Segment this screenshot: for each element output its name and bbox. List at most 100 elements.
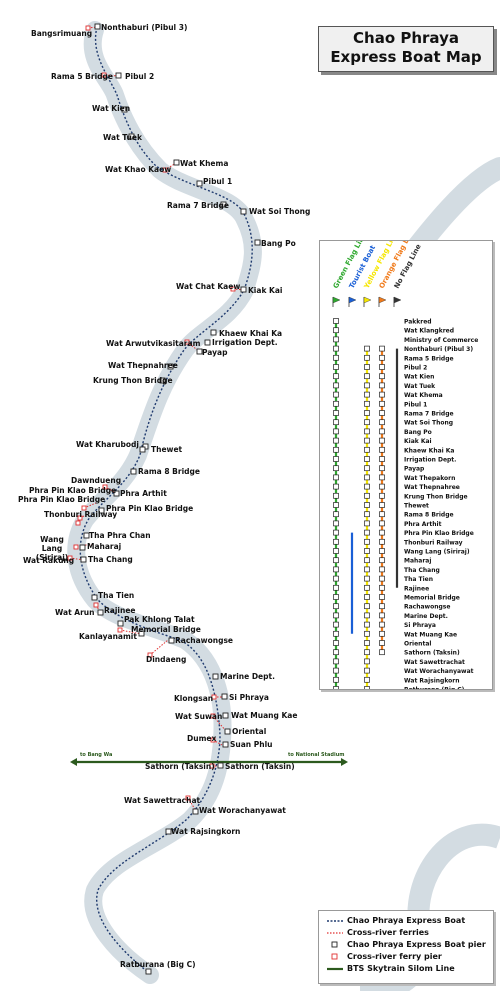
ferry-label[interactable]: Dawndueng	[71, 476, 122, 485]
legend-stop-marker	[379, 621, 385, 628]
legend-stop-marker	[379, 456, 385, 462]
legend-stop-marker	[364, 391, 370, 398]
legend-stop-name: Wat Kien	[404, 374, 434, 381]
pier-label[interactable]: Nonthaburi (Pibul 3)	[101, 23, 188, 32]
legend-stop-marker	[333, 474, 339, 481]
pier-label[interactable]: Thewet	[151, 445, 183, 454]
ferry-label[interactable]: Phra Pin Klao Bridge	[29, 486, 117, 495]
legend-stop-marker	[379, 364, 385, 370]
legend-stop-marker	[379, 649, 385, 656]
pier-label[interactable]: Rama 8 Bridge	[138, 467, 200, 476]
legend-stop-name: Krung Thon Bridge	[404, 493, 468, 500]
legend-stop-marker	[333, 373, 339, 380]
pier-label[interactable]: Wat Soi Thong	[249, 207, 311, 216]
legend-stop-marker	[364, 621, 370, 628]
legend-stop-marker	[333, 548, 339, 554]
ferry-label[interactable]: Wat Sawettrachat	[124, 796, 201, 805]
pier-label[interactable]: Wat Khema	[180, 159, 229, 168]
ferry-label[interactable]: Wat Khao Kaow	[105, 165, 172, 174]
pier-label[interactable]: Rama 7 Bridge	[167, 201, 229, 210]
legend-stop-marker	[379, 557, 385, 564]
legend-stop-marker	[333, 354, 339, 361]
pier-label[interactable]: Maharaj	[87, 542, 122, 551]
ferry-label[interactable]: Dindaeng	[146, 655, 187, 664]
ferry-label[interactable]: Thonburi Railway	[44, 510, 118, 519]
pier-label[interactable]: Ratburana (Big C)	[120, 960, 196, 969]
pier-label[interactable]: Khaew Khai Ka	[219, 329, 283, 338]
legend-stop-marker	[364, 676, 370, 683]
ferry-label[interactable]: Rama 5 Bridge	[51, 72, 113, 81]
pier-label[interactable]: Wat Kien	[92, 104, 131, 113]
legend-stop-name: Rajinee	[404, 585, 429, 592]
pier-label[interactable]: Memorial Bridge	[131, 625, 201, 634]
pier-label[interactable]: Kiak Kai	[248, 286, 283, 295]
ferry-label[interactable]: Wat Suwan	[175, 712, 223, 721]
legend-stop-marker	[379, 400, 385, 407]
pier-label[interactable]: Irrigation Dept.	[212, 338, 278, 347]
legend-stop-marker	[379, 575, 385, 582]
ferry-label[interactable]: Kanlayanamit	[79, 632, 137, 641]
pier-label[interactable]: Marine Dept.	[220, 672, 275, 681]
legend-stop-marker	[364, 419, 370, 426]
pier-label[interactable]: Wat Tuek	[103, 133, 142, 142]
pier-label[interactable]: Phra Arthit	[120, 489, 167, 498]
legend-stop-marker	[364, 400, 370, 407]
legend-stop-name: Phra Pin Klao Bridge	[404, 530, 474, 537]
legend-stop-marker	[333, 446, 339, 453]
legend-stop-name: Ministry of Commerce	[404, 337, 478, 344]
legend-stop-marker	[364, 456, 370, 462]
pier-label[interactable]: Wat Thepnahree	[108, 361, 178, 370]
ferry-label[interactable]: Klongsan	[174, 694, 214, 703]
legend-stop-marker	[333, 364, 339, 370]
pier-label[interactable]: Pibul 2	[125, 72, 155, 81]
pier-label[interactable]: Tha Tien	[98, 591, 135, 600]
title-line-2: Express Boat Map	[330, 48, 482, 66]
ferry-label[interactable]: Bangsrimuang	[31, 29, 93, 38]
pier-label[interactable]: Pibul 1	[203, 177, 233, 186]
ferry-label[interactable]: Dumex	[187, 734, 217, 743]
pier-label[interactable]: Oriental	[232, 727, 267, 736]
legend-stop-marker	[333, 566, 339, 573]
pier-label[interactable]: Rachawongse	[175, 636, 234, 645]
pier-label[interactable]: Si Phraya	[229, 693, 269, 702]
legend-stop-marker	[333, 400, 339, 407]
ferry-label[interactable]: Wat Arwutvikasitaram	[106, 339, 201, 348]
pier-label[interactable]: Wat Muang Kae	[231, 711, 298, 720]
ferry-label[interactable]: Wat Arun	[55, 608, 95, 617]
legend-stop-marker	[333, 575, 339, 582]
legend-stop-marker	[333, 676, 339, 683]
legend-stop-name: Wat Sawettrachat	[404, 659, 465, 666]
pier-label[interactable]: Bang Po	[261, 239, 296, 248]
bts-left-label: to Bang Wa	[80, 752, 113, 758]
pier-label[interactable]: Krung Thon Bridge	[93, 376, 173, 385]
legend-stop-marker	[333, 502, 339, 508]
pier-label[interactable]: Rajinee	[104, 606, 136, 615]
ferry-label[interactable]: Wat Rakung	[23, 556, 75, 565]
pier-label[interactable]: Sathorn (Taksin)	[225, 762, 295, 771]
legend-stop-name: Wat Worachanyawat	[404, 668, 474, 675]
pier-label[interactable]: Pak Khlong Talat	[124, 615, 195, 624]
pier-label[interactable]: Wat Kharubodj	[76, 440, 139, 449]
legend-stop-marker	[333, 318, 339, 324]
pier-label[interactable]: Wat Worachanyawat	[199, 806, 286, 815]
pier-label[interactable]: Phra Pin Klao Bridge	[106, 504, 194, 513]
ferry-label[interactable]: Phra Pin Klao Bridge	[18, 495, 106, 504]
ferry-label[interactable]: Sathorn (Taksin)	[145, 762, 215, 771]
pier-label[interactable]: Tha Phra Chan	[89, 531, 151, 540]
pier-label[interactable]: Tha Chang	[88, 555, 133, 564]
legend-stop-marker	[364, 437, 370, 444]
legend-stop-marker	[333, 667, 339, 674]
legend-stop-name: Wat Rajsingkorn	[404, 677, 460, 684]
legend-stop-marker	[364, 502, 370, 508]
pier-label[interactable]: Wat Rajsingkorn	[171, 827, 241, 836]
pier-label[interactable]: Suan Phlu	[230, 740, 273, 749]
legend-stop-marker	[364, 428, 370, 435]
legend-stop-name: Oriental	[404, 641, 431, 648]
ferry-label[interactable]: Wat Chat Kaew	[176, 282, 241, 291]
legend-stop-marker	[364, 364, 370, 370]
legend-stop-marker	[364, 584, 370, 591]
legend-stop-marker	[364, 575, 370, 582]
ferry-label[interactable]: Wang Lang (Siriraj)	[35, 535, 69, 562]
pier-label[interactable]: Payap	[202, 348, 228, 357]
bts-arrow-left	[70, 758, 77, 766]
